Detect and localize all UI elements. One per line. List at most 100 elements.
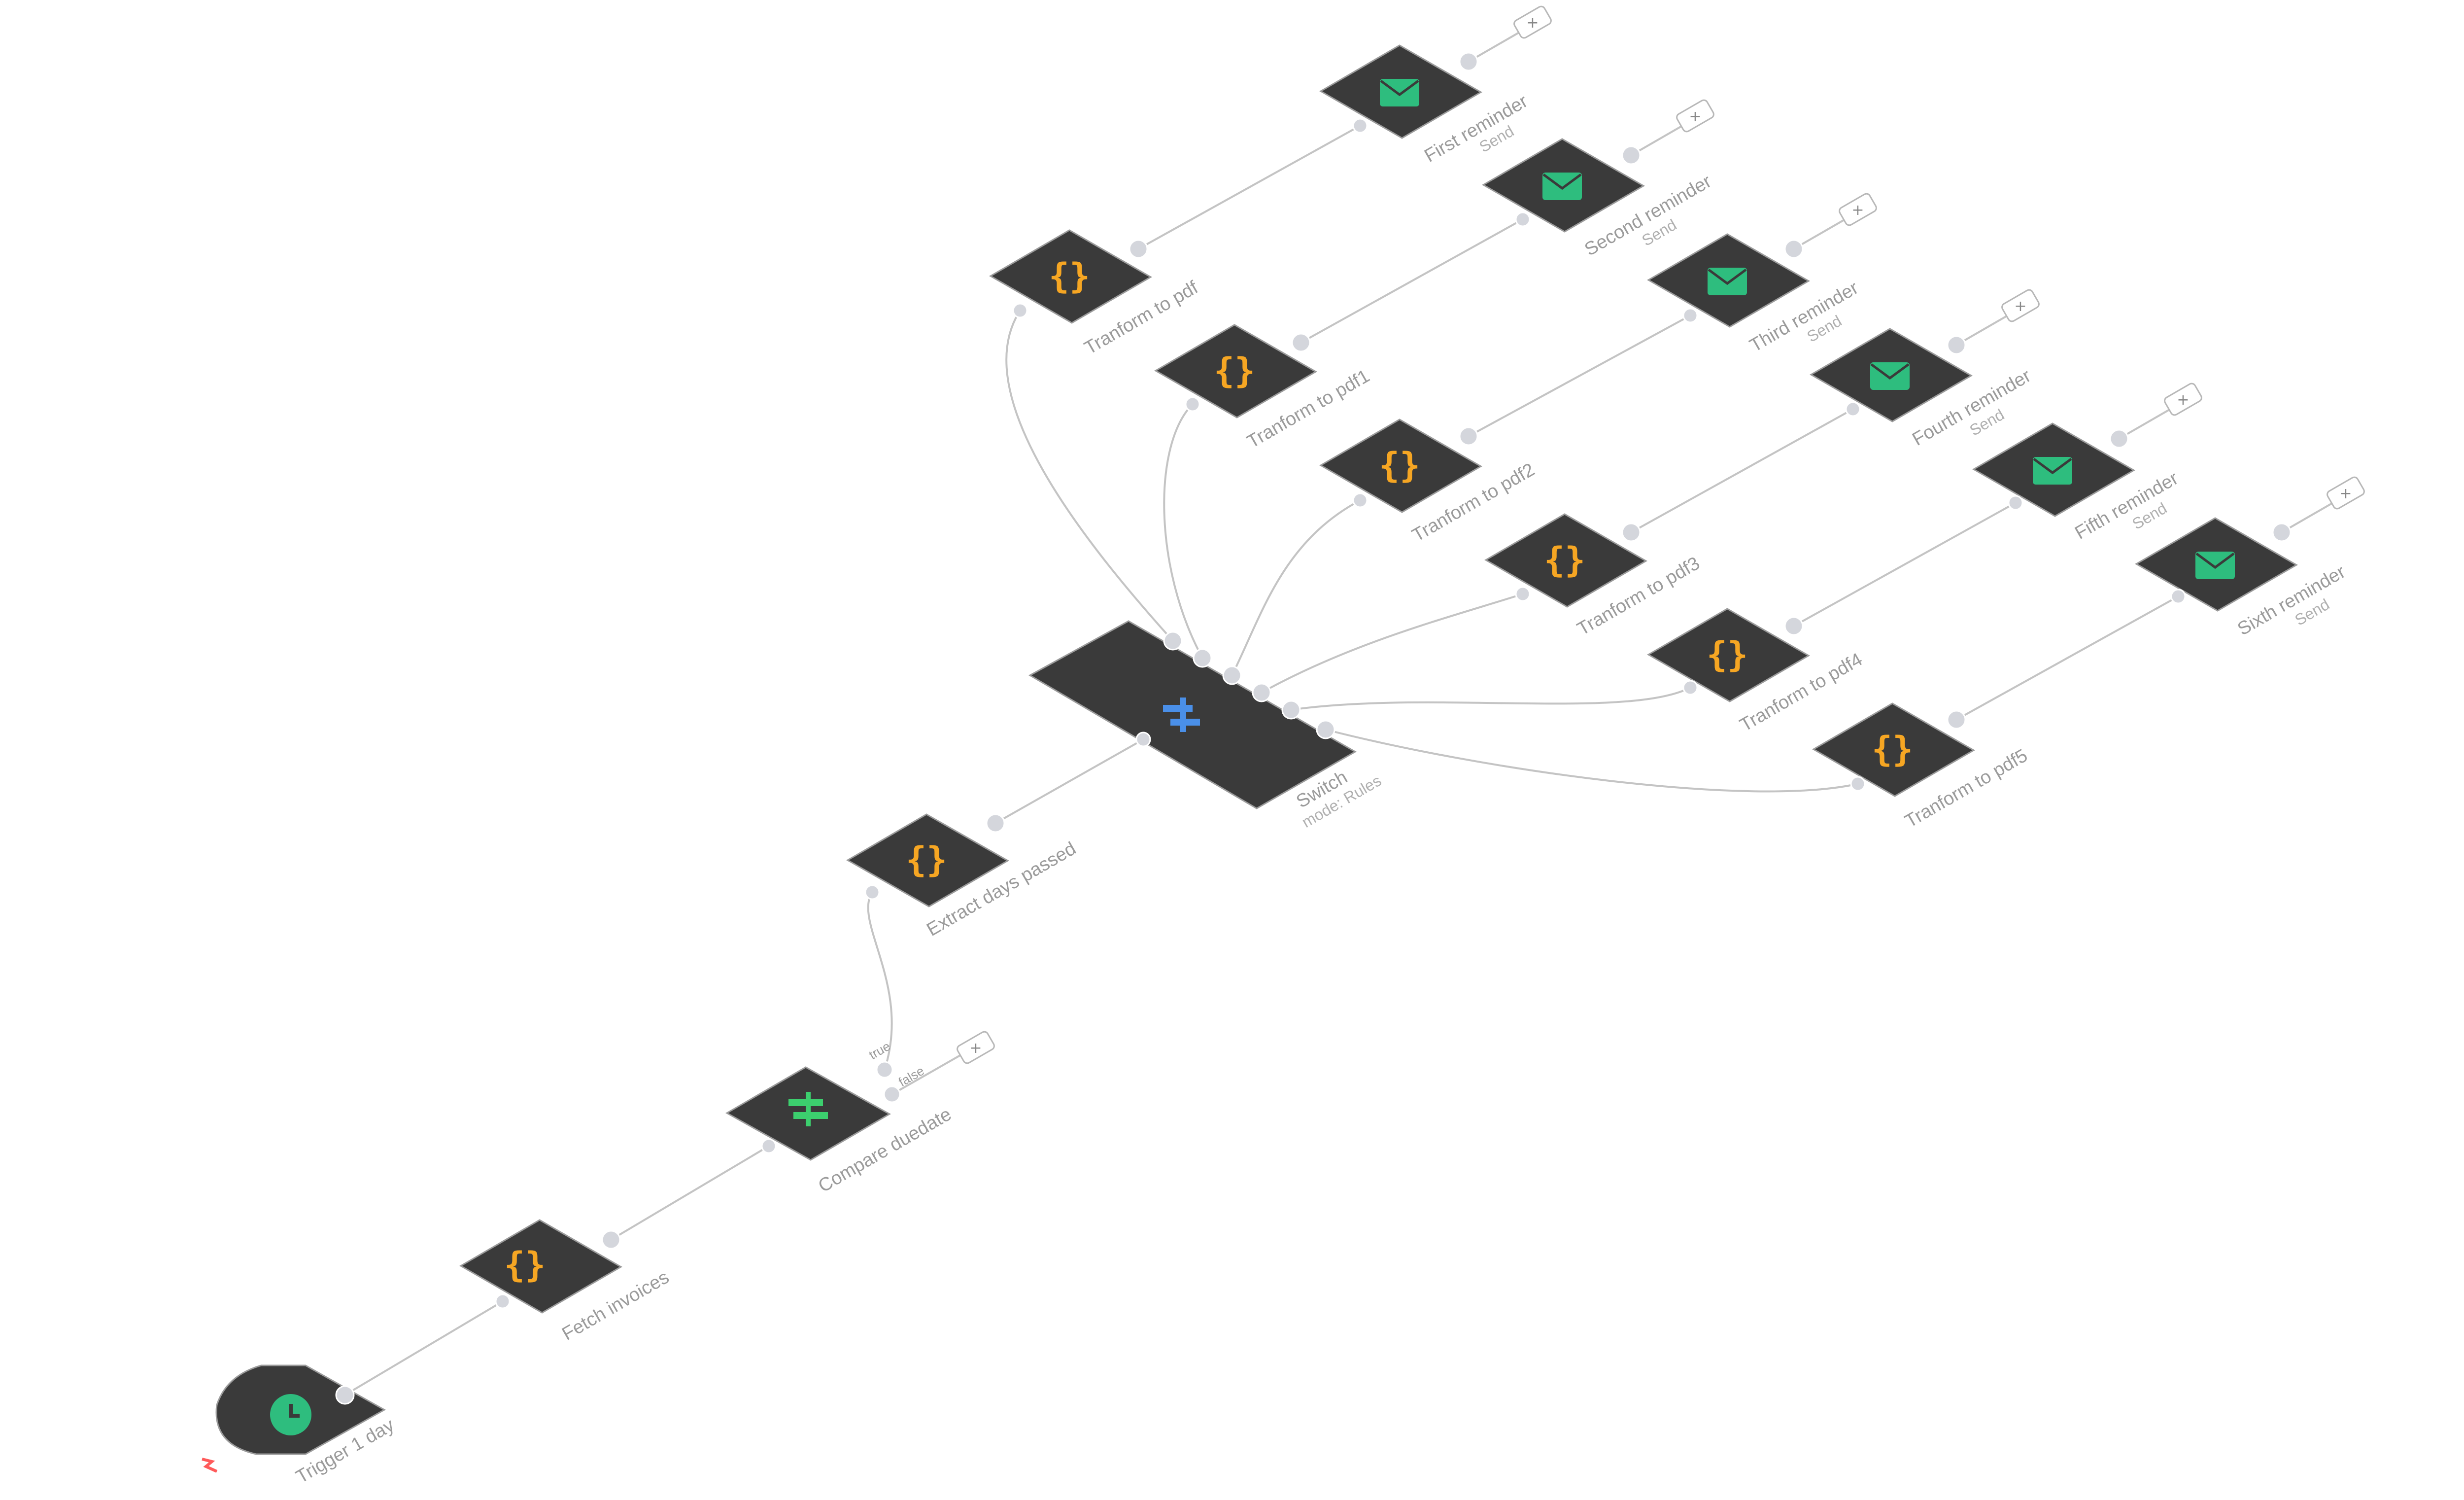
input-port[interactable] — [1352, 118, 1368, 134]
input-port[interactable] — [495, 1293, 511, 1309]
curly-braces-icon: {} — [1379, 445, 1420, 486]
output-port[interactable] — [1459, 52, 1478, 71]
output-port[interactable] — [1129, 239, 1148, 259]
input-port[interactable] — [1352, 492, 1368, 508]
extract-node[interactable]: {} Extract days passed — [846, 813, 1080, 941]
true-port[interactable] — [876, 1061, 893, 1079]
edge-switch-transform3 — [1261, 593, 1523, 694]
output-port[interactable] — [335, 1385, 355, 1405]
edge-compare-extract — [867, 891, 893, 1070]
output-port[interactable] — [2109, 429, 2129, 449]
input-port[interactable] — [1515, 586, 1531, 602]
curly-braces-icon: {} — [504, 1245, 546, 1285]
input-port[interactable] — [2008, 495, 2023, 511]
edge-switch-transform4 — [1291, 687, 1691, 711]
switch-icon — [1163, 698, 1200, 732]
curly-braces-icon: {} — [1214, 350, 1255, 391]
add-node-button-1[interactable]: + — [1676, 99, 1715, 133]
output-port[interactable] — [1621, 145, 1641, 165]
edge-stub-false — [891, 1054, 961, 1095]
output-port-0[interactable] — [1163, 631, 1183, 651]
output-port-5[interactable] — [1316, 720, 1335, 739]
edge-switch-transform5 — [1325, 729, 1858, 793]
plus-icon: + — [2339, 485, 2352, 502]
plus-icon: + — [1526, 14, 1539, 32]
input-port[interactable] — [1850, 776, 1866, 792]
input-port[interactable] — [1845, 401, 1861, 417]
input-port[interactable] — [1185, 396, 1200, 412]
output-port-3[interactable] — [1252, 683, 1271, 702]
output-port[interactable] — [601, 1230, 621, 1250]
curly-braces-icon: {} — [1707, 634, 1748, 675]
compare-node[interactable]: true false Compare duedate — [725, 1039, 955, 1197]
input-port[interactable] — [864, 884, 880, 900]
curly-braces-icon: {} — [1049, 256, 1090, 296]
transform-node-1[interactable]: {} Tranform to pdf1 — [1154, 324, 1373, 453]
transform-node-0[interactable]: {} Tranform to pdf — [989, 229, 1202, 359]
reminder-node-0[interactable]: First reminder Send — [1319, 44, 1532, 167]
transform-node-3[interactable]: {} Tranform to pdf3 — [1484, 513, 1704, 640]
add-node-button-3[interactable]: + — [2001, 288, 2041, 323]
true-branch-label: true — [866, 1039, 893, 1062]
input-port[interactable] — [1012, 303, 1028, 318]
plus-icon: + — [969, 1040, 982, 1057]
switch-node[interactable]: Switch mode: Rules — [1028, 620, 1384, 831]
transform-node-5[interactable]: {} Tranform to pdf5 — [1812, 702, 2031, 832]
envelope-icon — [1380, 79, 1419, 106]
false-branch-label: false — [896, 1063, 927, 1089]
reminder-node-1[interactable]: Second reminder Send — [1482, 138, 1715, 260]
add-node-button-false[interactable]: + — [956, 1030, 996, 1065]
output-port[interactable] — [1291, 333, 1311, 352]
edge-transform4-reminder4 — [1793, 502, 2016, 627]
output-port-2[interactable] — [1222, 665, 1242, 685]
output-port[interactable] — [1947, 335, 1966, 355]
envelope-icon — [1708, 268, 1747, 295]
output-port[interactable] — [1947, 710, 1966, 730]
plus-icon: + — [1689, 108, 1701, 125]
output-port[interactable] — [1621, 523, 1641, 542]
transform-node-4[interactable]: {} Tranform to pdf4 — [1647, 608, 1866, 736]
edge-transform0-reminder0 — [1138, 125, 1361, 250]
reminder-node-2[interactable]: Third reminder Send — [1647, 233, 1862, 356]
reminder-node-4[interactable]: Fifth reminder Send — [1972, 422, 2182, 544]
input-port[interactable] — [1135, 732, 1151, 747]
output-port[interactable] — [1459, 426, 1478, 446]
output-port[interactable] — [1784, 616, 1804, 636]
plus-icon: + — [1851, 202, 1864, 219]
plus-icon: + — [2014, 298, 2026, 315]
output-port-4[interactable] — [1281, 700, 1301, 720]
clock-hand-icon — [289, 1404, 300, 1418]
edge-transform3-reminder3 — [1631, 408, 1853, 533]
envelope-icon — [1542, 173, 1582, 200]
edge-trigger-fetch — [344, 1300, 504, 1396]
trigger-node[interactable]: Trigger 1 day — [202, 1364, 398, 1488]
output-port[interactable] — [1784, 239, 1804, 259]
fetch-node[interactable]: {} Fetch invoices — [459, 1219, 673, 1345]
output-port-1[interactable] — [1193, 648, 1212, 668]
input-port[interactable] — [1682, 680, 1698, 696]
false-port[interactable] — [883, 1085, 901, 1103]
input-port[interactable] — [1515, 211, 1531, 227]
edge-transform5-reminder5 — [1956, 595, 2179, 721]
edge-extract-switch — [995, 738, 1144, 824]
edge-switch-transform1 — [1163, 403, 1203, 659]
add-node-button-0[interactable]: + — [1513, 5, 1553, 39]
input-port[interactable] — [761, 1138, 777, 1154]
add-node-button-2[interactable]: + — [1838, 192, 1878, 227]
reminder-node-5[interactable]: Sixth reminder Send — [2135, 517, 2349, 640]
envelope-icon — [2033, 457, 2072, 485]
input-port[interactable] — [2170, 589, 2186, 604]
output-port[interactable] — [2272, 523, 2292, 542]
output-port[interactable] — [986, 813, 1005, 833]
lightning-icon — [202, 1458, 218, 1473]
envelope-icon — [2195, 552, 2235, 579]
reminder-node-3[interactable]: Fourth reminder Send — [1810, 328, 2035, 450]
add-node-button-5[interactable]: + — [2326, 476, 2366, 510]
add-node-button-4[interactable]: + — [2163, 382, 2203, 417]
if-branch-icon — [788, 1092, 828, 1126]
edge-transform2-reminder2 — [1468, 314, 1691, 437]
input-port[interactable] — [1682, 308, 1698, 323]
envelope-icon — [1870, 362, 1910, 390]
transform-node-2[interactable]: {} Tranform to pdf2 — [1319, 419, 1539, 546]
